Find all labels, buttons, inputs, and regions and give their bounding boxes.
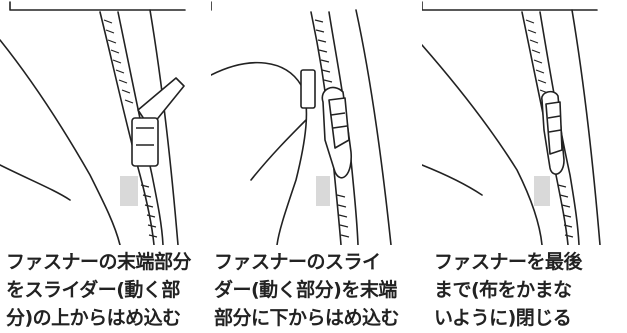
garment-fold xyxy=(250,119,307,181)
caption-line: ファスナーの末端部分 xyxy=(6,251,192,273)
garment-outline xyxy=(0,39,121,245)
garment-edge xyxy=(149,9,179,245)
step-3-illustration xyxy=(422,0,627,245)
slider xyxy=(131,77,185,167)
frame-line xyxy=(422,1,598,11)
zipper-teeth xyxy=(314,19,350,238)
tape-end-stop xyxy=(300,69,316,109)
garment-fold xyxy=(422,164,483,196)
caption-line: ファスナーを最後 xyxy=(434,251,583,273)
zipper-tape-right xyxy=(539,11,580,245)
step-2-illustration xyxy=(211,0,416,245)
caption-line: ダー(動く部分)を末端 xyxy=(214,279,397,301)
caption-line: をスライダー(動く部 xyxy=(6,279,180,301)
pull-tab xyxy=(545,101,563,155)
caption-line: まで(布をかまな xyxy=(434,279,572,301)
zipper-teeth xyxy=(103,19,158,238)
step-2-caption: ファスナーのスライ ダー(動く部分)を末端 部分に下からはめ込む xyxy=(214,248,420,333)
garment-outline xyxy=(422,44,543,245)
frame-line xyxy=(9,1,186,11)
captions: ファスナーの末端部分 をスライダー(動く部 分)の上からはめ込む ファスナーのス… xyxy=(0,248,627,333)
garment-edge xyxy=(355,9,392,245)
garment-fold xyxy=(0,164,71,201)
step-3-caption: ファスナーを最後 まで(布をかまな いように)閉じる xyxy=(434,248,627,333)
slider xyxy=(300,69,352,179)
step-1-illustration xyxy=(0,0,205,245)
garment-edge xyxy=(571,9,601,245)
caption-line: 分)の上からはめ込む xyxy=(6,307,181,329)
slider xyxy=(541,90,565,175)
pull-tab xyxy=(328,97,350,149)
zipper-teeth xyxy=(525,19,574,238)
garment-outline xyxy=(211,61,308,245)
slider-body xyxy=(131,117,159,167)
caption-line: いように)閉じる xyxy=(434,307,572,329)
caption-line: ファスナーのスライ xyxy=(214,251,381,273)
step-1-caption: ファスナーの末端部分 をスライダー(動く部 分)の上からはめ込む xyxy=(6,248,212,333)
caption-line: 部分に下からはめ込む xyxy=(214,307,400,329)
